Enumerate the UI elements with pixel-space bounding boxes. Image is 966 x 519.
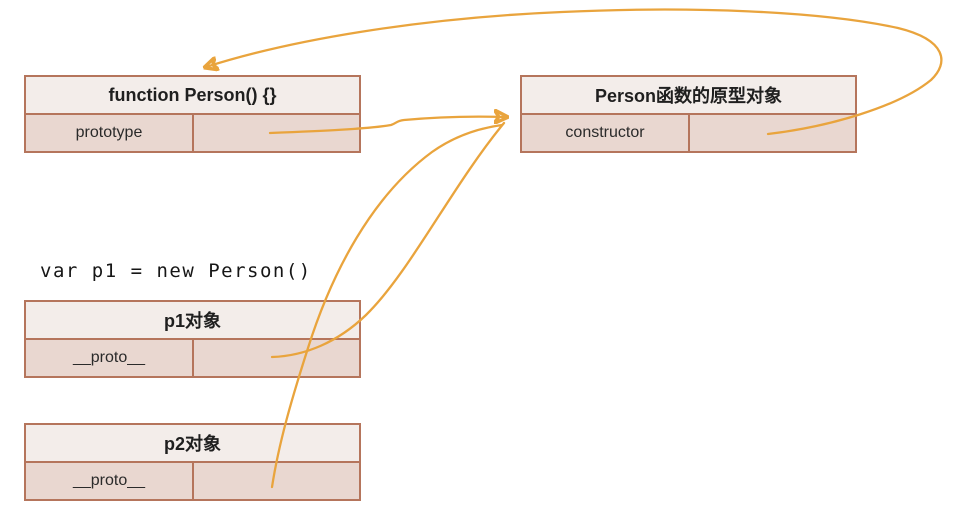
function-person-box: function Person() {} prototype (24, 75, 361, 153)
p1-proto-property-value (194, 340, 359, 376)
constructor-property-label: constructor (522, 115, 690, 151)
function-person-title: function Person() {} (26, 77, 359, 115)
p1-object-row: __proto__ (26, 340, 359, 376)
p2-object-box: p2对象 __proto__ (24, 423, 361, 501)
p2-proto-property-value (194, 463, 359, 499)
p1-proto-property-label: __proto__ (26, 340, 194, 376)
p2-object-row: __proto__ (26, 463, 359, 499)
function-person-row: prototype (26, 115, 359, 151)
prototype-property-label: prototype (26, 115, 194, 151)
p1-object-title: p1对象 (26, 302, 359, 340)
prototype-object-title: Person函数的原型对象 (522, 77, 855, 115)
p1-object-box: p1对象 __proto__ (24, 300, 361, 378)
prototype-object-row: constructor (522, 115, 855, 151)
p2-object-title: p2对象 (26, 425, 359, 463)
prototype-property-value (194, 115, 359, 151)
p2-proto-property-label: __proto__ (26, 463, 194, 499)
code-line-1: var p1 = new Person() (40, 260, 312, 282)
constructor-property-value (690, 115, 855, 151)
prototype-object-box: Person函数的原型对象 constructor (520, 75, 857, 153)
